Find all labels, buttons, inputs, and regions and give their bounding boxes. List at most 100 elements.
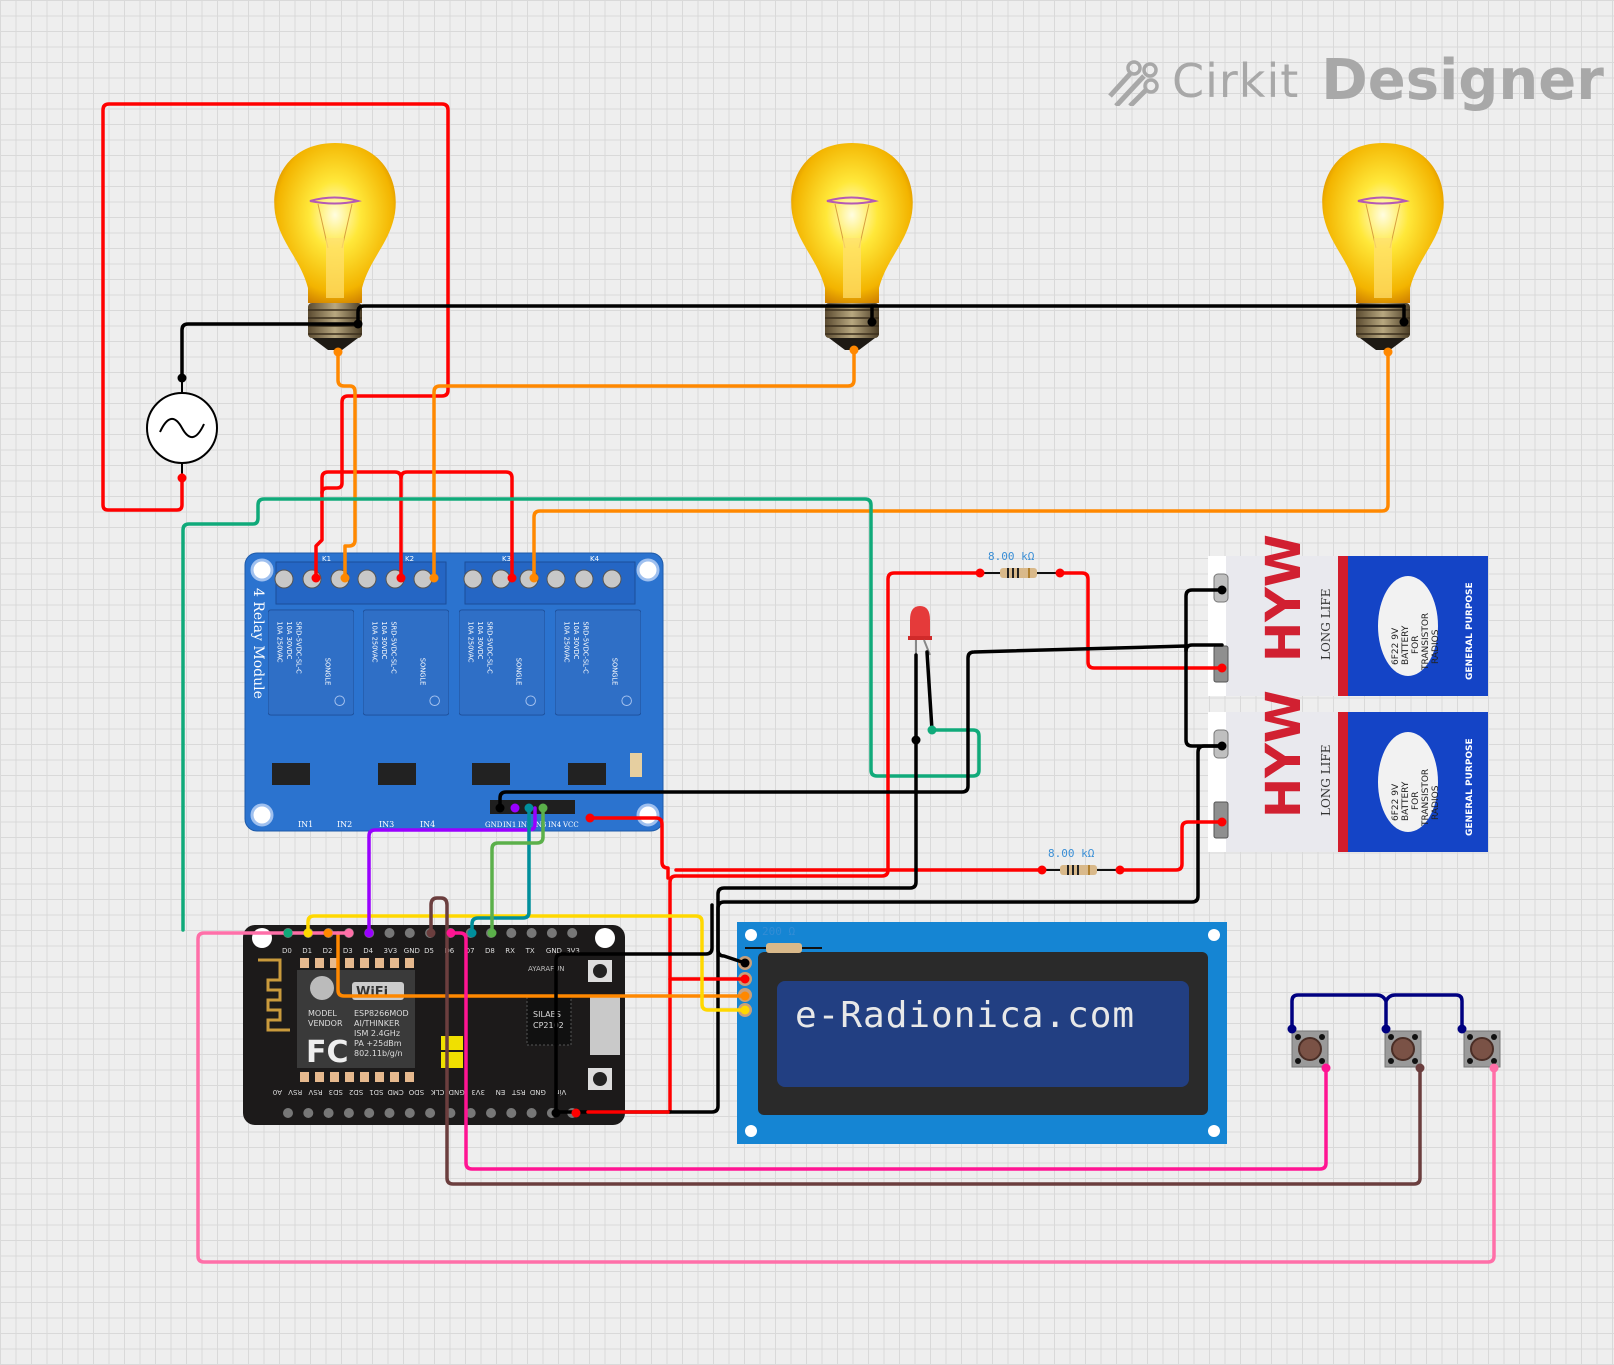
wire-orange[interactable] [432,348,856,580]
pin-a0[interactable] [283,1108,293,1118]
pin-3v3[interactable] [567,928,578,938]
wire-magenta[interactable] [449,931,1328,1171]
wire-navy[interactable] [1290,993,1464,1031]
wire-purple[interactable] [367,806,537,935]
connection-point[interactable] [353,319,363,329]
connection-point[interactable] [1055,568,1065,578]
screw-terminal[interactable] [574,569,594,589]
connection-point[interactable] [1457,1024,1467,1034]
connection-point[interactable] [446,928,456,938]
pin-sd1[interactable] [384,1108,395,1118]
light-bulb-3[interactable] [1321,142,1445,351]
pin-sdo[interactable] [425,1108,436,1118]
connection-point[interactable] [740,974,750,984]
screw-terminal[interactable] [413,569,433,589]
wire-yellow[interactable] [306,914,747,1012]
ac-power-source[interactable] [146,378,218,478]
pushbutton-1[interactable] [1291,1030,1329,1068]
lcd-resistor[interactable] [766,943,802,953]
pushbutton-2[interactable] [1384,1030,1422,1068]
light-bulb-2[interactable] [790,142,914,351]
pin-en[interactable] [506,1108,517,1118]
screw-terminal[interactable] [357,569,377,589]
wire-red[interactable] [588,816,670,880]
pin-gnd[interactable] [546,928,557,938]
connection-point[interactable] [1217,663,1227,673]
wire-black[interactable] [498,643,1224,810]
connection-point[interactable] [849,345,859,355]
connection-point[interactable] [740,991,750,1001]
connection-point[interactable] [495,803,505,813]
connection-point[interactable] [975,568,985,578]
connection-point[interactable] [364,928,374,938]
wire-black[interactable] [925,650,934,732]
wire-pink[interactable] [196,931,1496,1264]
connection-point[interactable] [571,1108,581,1118]
resistor-8k-bottom[interactable]: 8.00 kΩ [1042,847,1120,875]
screw-terminal[interactable] [463,569,483,589]
lcd-16x2[interactable]: e-Radionica.com 200 Ω [737,922,1227,1144]
wire-black[interactable] [554,903,714,1115]
pin-rsv[interactable] [303,1108,314,1118]
pin-gnd[interactable] [465,1108,476,1118]
connection-point[interactable] [323,928,333,938]
wire-red[interactable] [101,102,450,580]
battery-9v-2[interactable]: HYW LONG LIFE 6F22 9V BATTERY FOR TRANSI… [1208,690,1488,852]
pushbutton-3[interactable] [1463,1030,1501,1068]
connection-point[interactable] [510,803,520,813]
connection-point[interactable] [740,958,750,968]
connection-point[interactable] [1217,585,1227,595]
connection-point[interactable] [529,573,539,583]
connection-point[interactable] [1037,865,1047,875]
wire-black[interactable] [554,744,1224,1115]
wire-black[interactable] [716,738,918,965]
connection-point[interactable] [311,573,321,583]
battery-9v-1[interactable]: HYW LONG LIFE 6F22 9V BATTERY FOR TRANSI… [1208,534,1488,696]
connection-point[interactable] [426,928,436,938]
wire-orange[interactable] [336,350,357,580]
connection-point[interactable] [1217,741,1227,751]
connection-point[interactable] [1287,1024,1297,1034]
pin-sd3[interactable] [343,1108,354,1118]
resistor-8k-top[interactable]: 8.00 kΩ [980,550,1057,578]
pin-3v3[interactable] [486,1108,496,1118]
pin-cmd[interactable] [404,1108,415,1118]
connection-point[interactable] [1321,1063,1331,1073]
connection-point[interactable] [1115,865,1125,875]
pin-rx[interactable] [506,928,517,938]
connection-point[interactable] [1381,1024,1391,1034]
connection-point[interactable] [283,928,293,938]
wire-orange[interactable] [336,931,747,998]
screw-terminal[interactable] [491,569,511,589]
connection-point[interactable] [1383,347,1393,357]
wire-green[interactable] [181,497,981,932]
wire-red[interactable] [399,470,514,580]
screw-terminal[interactable] [602,569,622,589]
wire-red[interactable] [668,571,982,1114]
connection-point[interactable] [396,573,406,583]
relay-module[interactable]: 4 Relay Module K1 K2 K3 K4 IN1 IN2 IN3 I… [244,552,664,832]
connection-point[interactable] [333,347,343,357]
wire-red[interactable] [1058,571,1224,670]
connection-point[interactable] [585,813,595,823]
connection-point[interactable] [911,735,921,745]
light-bulb-1[interactable] [273,142,397,351]
connection-point[interactable] [1399,317,1409,327]
screw-terminal[interactable] [274,569,294,589]
pin-rst[interactable] [526,1108,537,1118]
pin-3v3[interactable] [384,928,395,938]
connection-point[interactable] [867,317,877,327]
connection-point[interactable] [538,803,548,813]
pin-tx[interactable] [526,928,537,938]
connection-point[interactable] [1217,817,1227,827]
pin-rsv[interactable] [323,1108,334,1118]
red-led[interactable] [908,606,932,656]
wire-orange[interactable] [532,350,1390,580]
connection-point[interactable] [303,928,313,938]
connection-point[interactable] [927,725,937,735]
connection-point[interactable] [467,928,477,938]
wire-black[interactable] [1184,588,1224,748]
screw-terminal[interactable] [546,569,566,589]
connection-point[interactable] [524,803,534,813]
